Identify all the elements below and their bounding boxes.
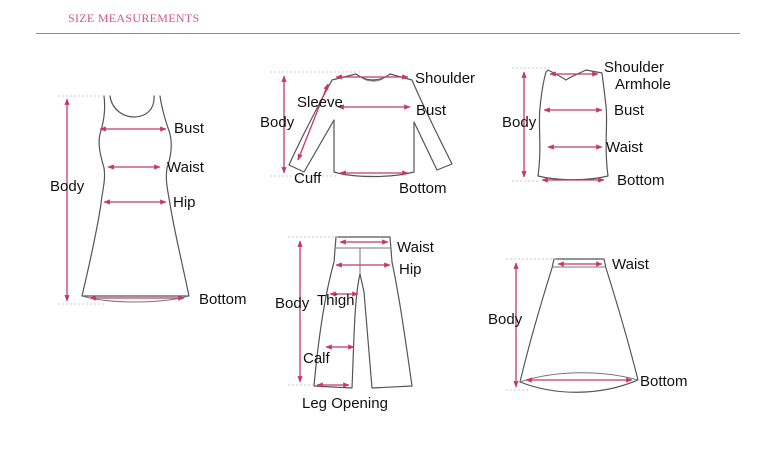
pants-thigh-label: Thigh <box>317 292 355 309</box>
pants-waist-label: Waist <box>397 239 435 256</box>
dress-waist-label: Waist <box>167 159 205 176</box>
dress-hip-label: Hip <box>173 194 196 211</box>
longsleeve-bottom-label: Bottom <box>399 180 447 197</box>
longsleeve-outline <box>288 73 453 178</box>
pants-leg-opening-label: Leg Opening <box>302 395 388 412</box>
skirt-body-label: Body <box>488 311 523 328</box>
skirt-waist-label: Waist <box>612 256 650 273</box>
longsleeve-sleeve-label: Sleeve <box>297 94 343 111</box>
tank-body-label: Body <box>502 114 537 131</box>
tank-waist-label: Waist <box>606 139 644 156</box>
header-divider <box>36 33 740 34</box>
dress-body-label: Body <box>50 178 85 195</box>
tank-bust-label: Bust <box>614 102 645 119</box>
dress-neckline <box>109 95 155 118</box>
tank-diagram: Shoulder Armhole Bust Body Waist Bottom <box>502 59 671 189</box>
tank-outline <box>537 69 609 181</box>
pants-hip-label: Hip <box>399 261 422 278</box>
tank-armhole-label: Armhole <box>615 76 671 93</box>
tank-shoulder-label: Shoulder <box>604 59 664 76</box>
pants-outline <box>313 236 413 389</box>
skirt-bottom-label: Bottom <box>640 373 688 390</box>
dress-bust-label: Bust <box>174 120 205 137</box>
dress-hem-fold <box>81 295 190 303</box>
longsleeve-cuff-label: Cuff <box>294 170 322 187</box>
longsleeve-shoulder-label: Shoulder <box>415 70 475 87</box>
pants-calf-label: Calf <box>303 350 331 367</box>
dress-diagram: Body Bust Waist Hip Bottom <box>50 95 247 308</box>
tank-bottom-label: Bottom <box>617 172 665 189</box>
skirt-outline <box>519 258 639 393</box>
skirt-diagram: Waist Body Bottom <box>488 256 688 393</box>
longsleeve-diagram: Shoulder Sleeve Bust Body Cuff Bottom <box>260 70 475 197</box>
page-title: SIZE MEASUREMENTS <box>68 11 200 25</box>
pants-diagram: Waist Hip Thigh Body Calf Leg Opening <box>275 236 435 412</box>
longsleeve-sleeve-arrow <box>297 83 329 161</box>
longsleeve-bust-label: Bust <box>416 102 447 119</box>
longsleeve-body-label: Body <box>260 114 295 131</box>
dress-bottom-label: Bottom <box>199 291 247 308</box>
pants-body-label: Body <box>275 295 310 312</box>
